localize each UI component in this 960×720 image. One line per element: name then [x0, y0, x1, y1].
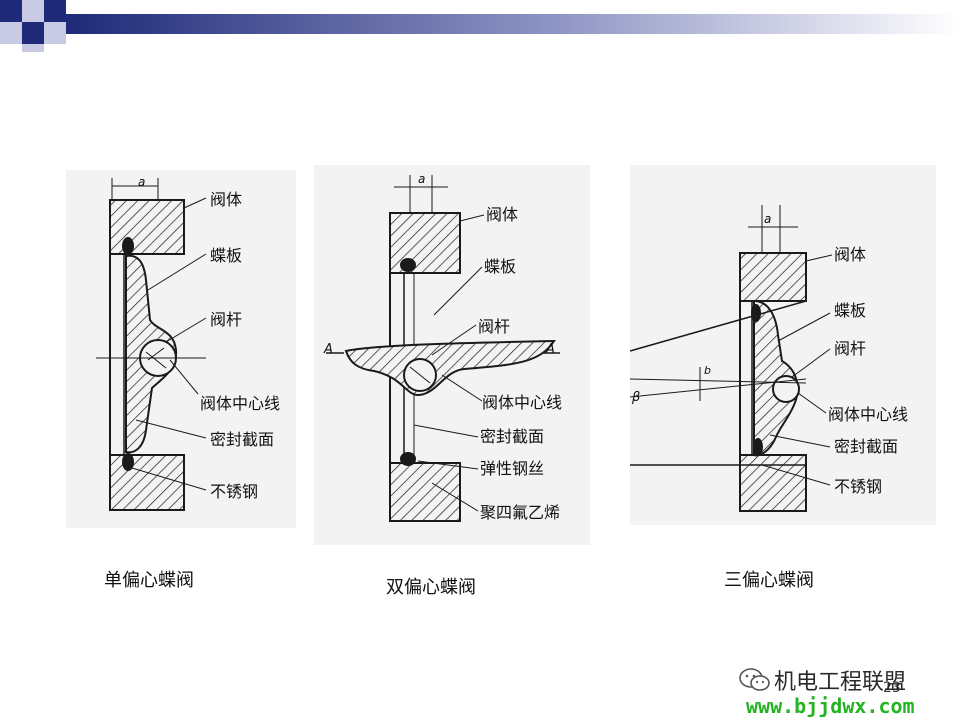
label-stainless-steel: 不锈钢: [834, 477, 883, 496]
label-stainless-steel: 不锈钢: [210, 482, 259, 501]
caption-double-offset: 双偏心蝶阀: [386, 577, 476, 598]
label-valve-body: 阀体: [486, 205, 519, 224]
label-centerline: 阀体中心线: [828, 405, 909, 424]
offset-mark-b: b: [704, 364, 711, 377]
dimension-label-a: a: [418, 172, 426, 186]
label-valve-body: 阀体: [834, 245, 867, 264]
label-stem: 阀杆: [478, 317, 511, 336]
label-seal-section: 密封截面: [480, 427, 545, 446]
double-offset-figure: a A A 阀体 蝶板 阀杆 阀体中心线 密封截面 弹性钢丝 聚四氟乙烯: [314, 165, 590, 545]
label-valve-body: 阀体: [210, 190, 243, 209]
label-disc: 蝶板: [484, 257, 517, 276]
wechat-icon: [739, 668, 770, 691]
section-mark-right: A: [546, 342, 555, 357]
label-centerline: 阀体中心线: [482, 393, 563, 412]
label-disc: 蝶板: [834, 301, 867, 320]
title-bar-decoration: [0, 0, 960, 52]
watermark-name: 机电工程联盟: [774, 670, 907, 695]
caption-triple-offset: 三偏心蝶阀: [724, 570, 814, 591]
section-mark-left: A: [324, 342, 333, 357]
single-offset-drawing: [96, 178, 207, 511]
watermark-url: www.bjjdwx.com: [746, 694, 915, 718]
label-disc: 蝶板: [210, 246, 243, 265]
label-stem: 阀杆: [210, 310, 243, 329]
label-centerline: 阀体中心线: [200, 394, 281, 413]
label-seal-section: 密封截面: [210, 430, 275, 449]
single-offset-figure: a 阀体 蝶板 阀杆 阀体中心线 密封截面 不锈钢: [66, 170, 296, 528]
triple-offset-figure: a b β 阀体 蝶板 阀杆 阀体中心线 密封截面 不锈钢: [630, 165, 936, 525]
label-seal-section: 密封截面: [834, 437, 899, 456]
watermark: 机电工程联盟 www.bjjdwx.com: [736, 662, 956, 718]
label-stem: 阀杆: [834, 339, 867, 358]
dimension-label-a: a: [764, 212, 772, 226]
dimension-label-a: a: [138, 175, 146, 189]
angle-mark-beta: β: [632, 390, 641, 405]
page-number: 23: [883, 680, 901, 696]
triple-offset-drawing: [630, 205, 833, 512]
label-elastic-wire: 弹性钢丝: [480, 459, 545, 478]
label-ptfe: 聚四氟乙烯: [480, 503, 561, 522]
double-offset-drawing: [326, 175, 560, 522]
caption-single-offset: 单偏心蝶阀: [104, 570, 194, 591]
